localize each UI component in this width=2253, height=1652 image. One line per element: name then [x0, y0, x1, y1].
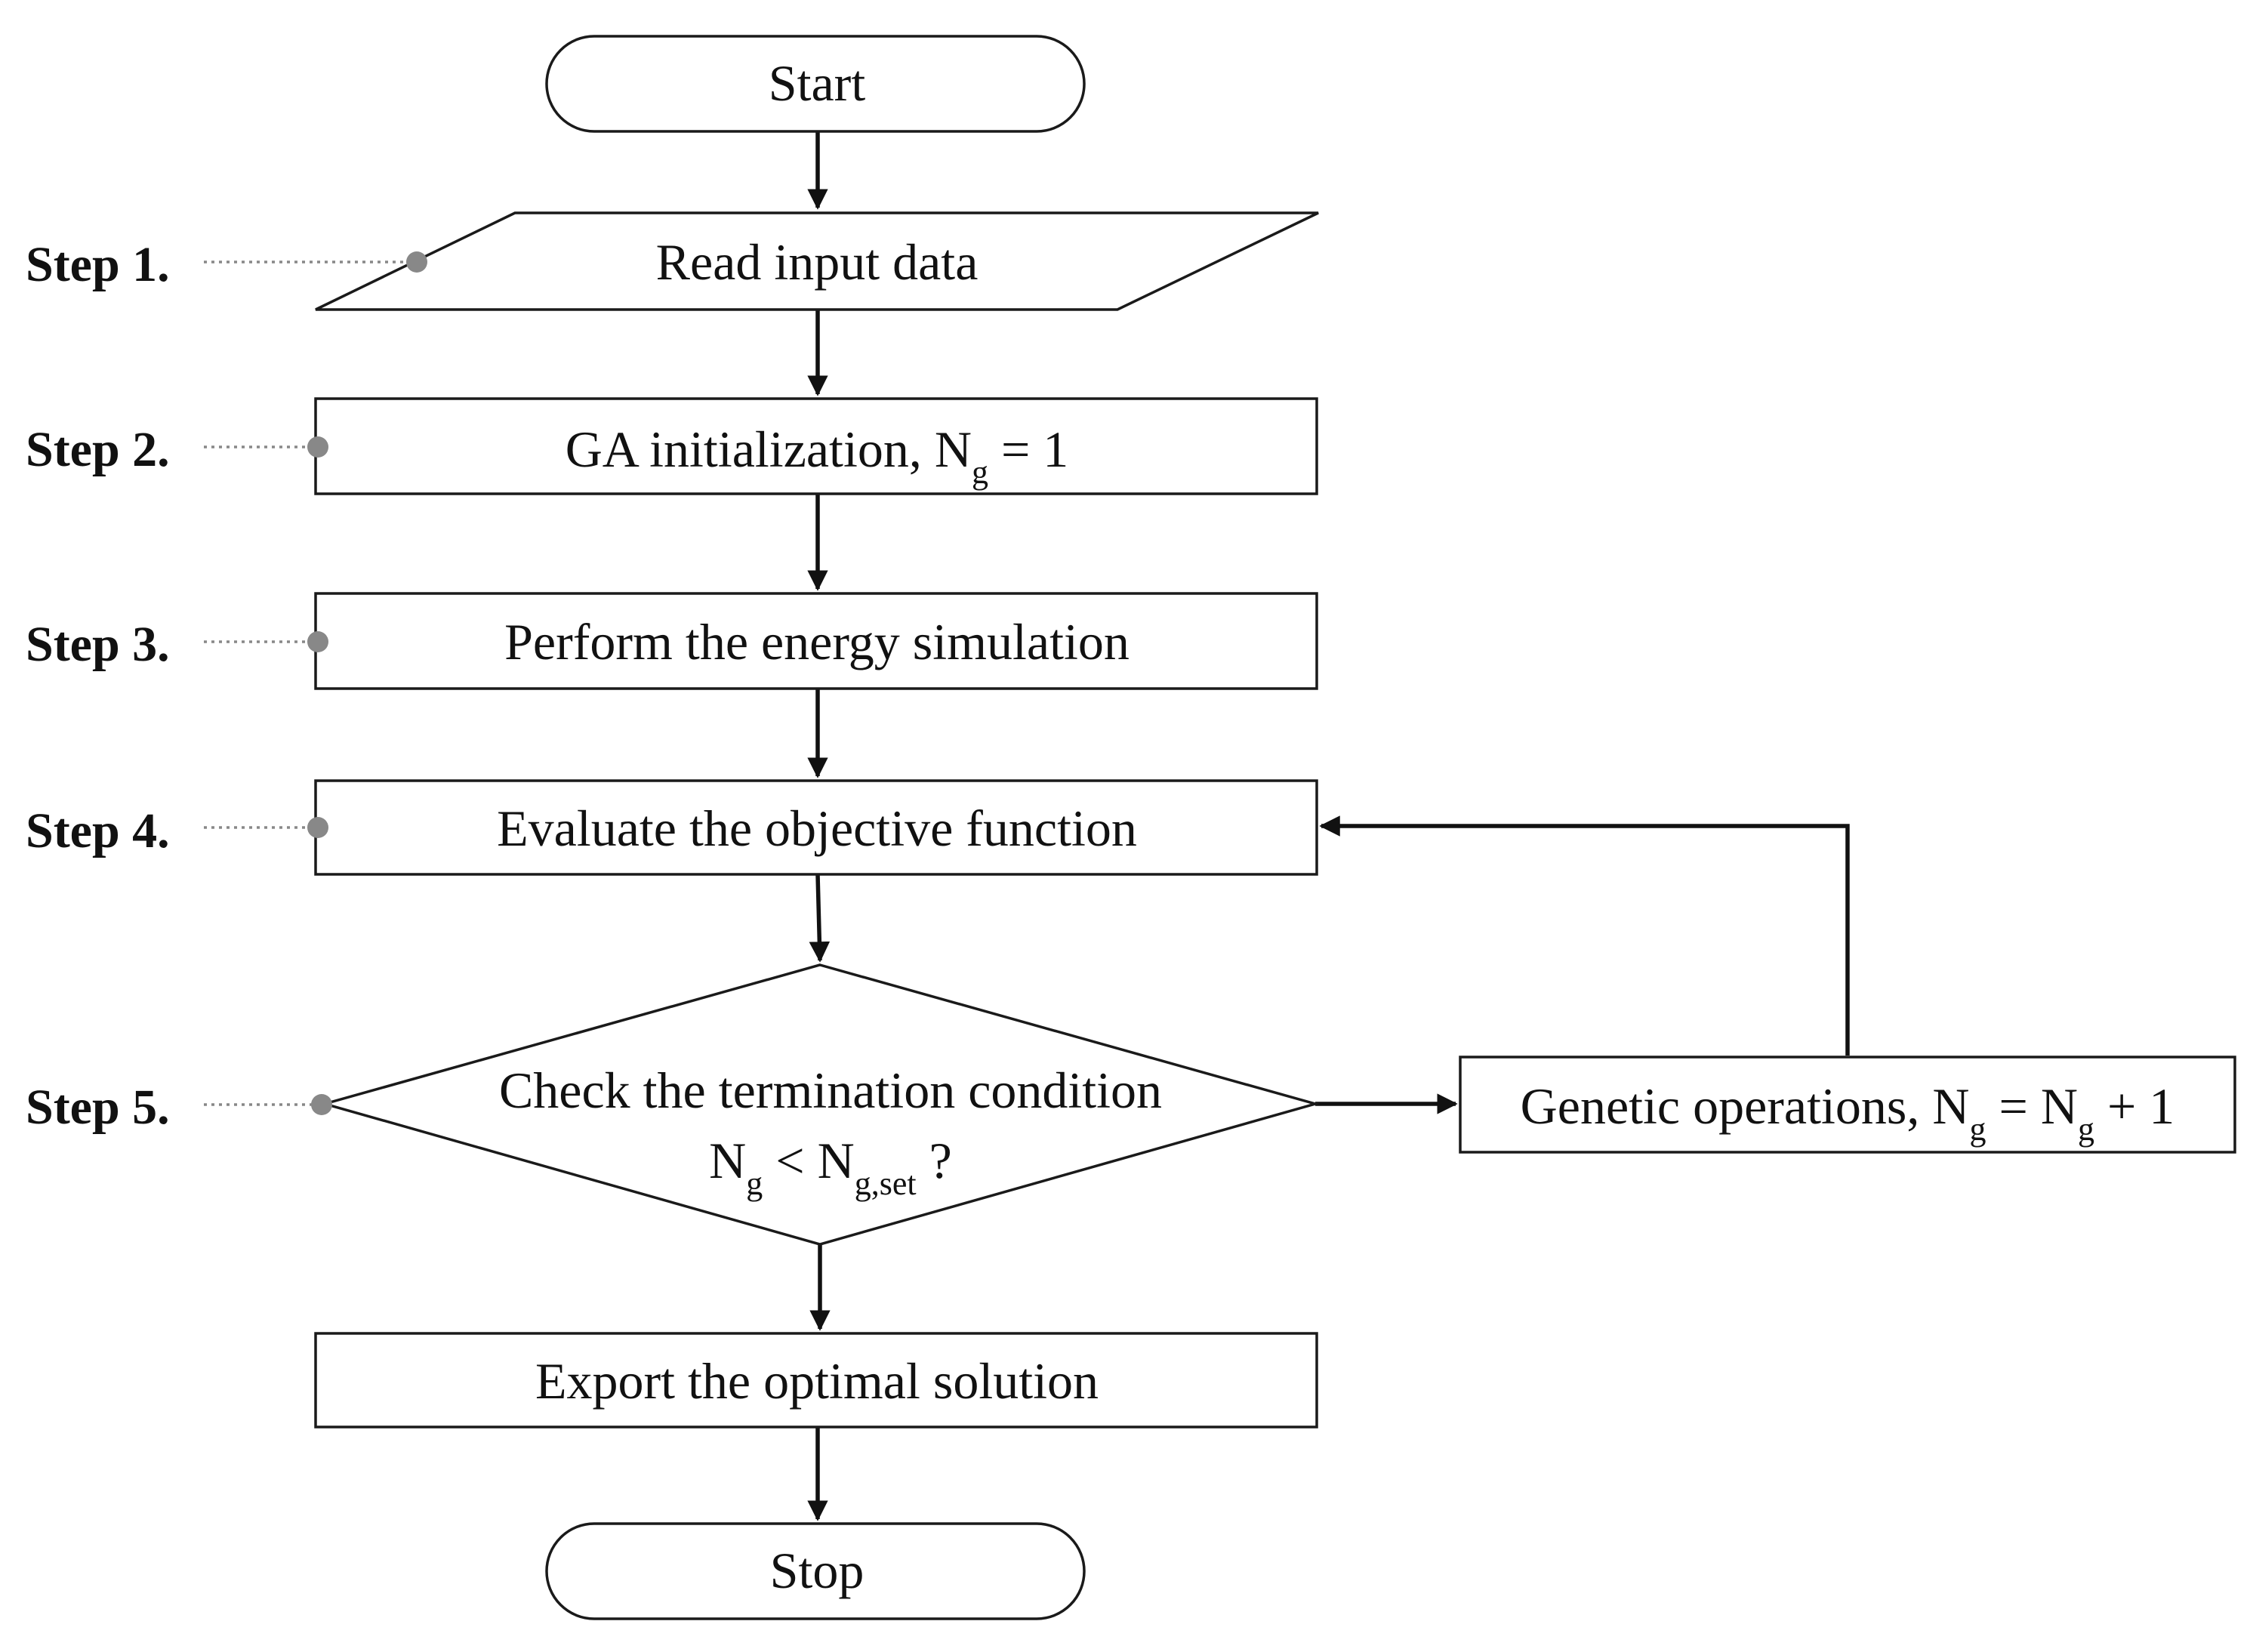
- ga-init-node: GA initialization, Ng = 1: [314, 397, 1318, 495]
- evaluate-label: Evaluate the objective function: [497, 800, 1137, 857]
- check-line2: Ng < Ng,set ?: [709, 1132, 952, 1202]
- read-input-node: Read input data: [315, 211, 1319, 311]
- step-1-dot: [406, 251, 427, 273]
- step-4: Step 4.: [26, 803, 328, 858]
- genetic-ops-label: Genetic operations, Ng = Ng + 1: [1521, 1077, 2175, 1148]
- read-input-label: Read input data: [656, 233, 979, 291]
- stop-terminator: Stop: [545, 1522, 1086, 1620]
- step-5: Step 5.: [26, 1080, 332, 1135]
- genetic-ops-node: Genetic operations, Ng = Ng + 1: [1459, 1056, 2236, 1154]
- stop-label: Stop: [770, 1542, 865, 1599]
- step-4-label: Step 4.: [26, 803, 170, 858]
- ga-init-label: GA initialization, Ng = 1: [566, 421, 1069, 491]
- energy-sim-label: Perform the energy simulation: [504, 613, 1130, 670]
- step-3-label: Step 3.: [26, 617, 170, 672]
- arrow-genetic-to-eval: [1319, 815, 1850, 1056]
- step-5-dot: [311, 1094, 332, 1115]
- step-2-dot: [307, 436, 328, 458]
- export-label: Export the optimal solution: [535, 1352, 1099, 1410]
- check-decision: Check the termination condition Ng < Ng,…: [319, 963, 1321, 1246]
- step-5-label: Step 5.: [26, 1080, 170, 1135]
- step-3-dot: [307, 631, 328, 652]
- step-1: Step 1.: [26, 237, 427, 292]
- step-3: Step 3.: [26, 617, 328, 672]
- step-2-label: Step 2.: [26, 422, 170, 477]
- step-1-label: Step 1.: [26, 237, 170, 292]
- step-2: Step 2.: [26, 422, 328, 477]
- step-4-dot: [307, 817, 328, 838]
- step-annotations: Step 1. Step 2. Step 3. Step 4. Step 5.: [26, 237, 427, 1135]
- start-terminator: Start: [545, 35, 1086, 133]
- arrow-eval-to-check: [809, 874, 831, 963]
- evaluate-node: Evaluate the objective function: [314, 779, 1318, 876]
- check-line1: Check the termination condition: [499, 1062, 1162, 1119]
- start-label: Start: [769, 54, 866, 112]
- energy-sim-node: Perform the energy simulation: [314, 592, 1318, 690]
- export-node: Export the optimal solution: [314, 1332, 1318, 1429]
- connectors: [807, 131, 1850, 1521]
